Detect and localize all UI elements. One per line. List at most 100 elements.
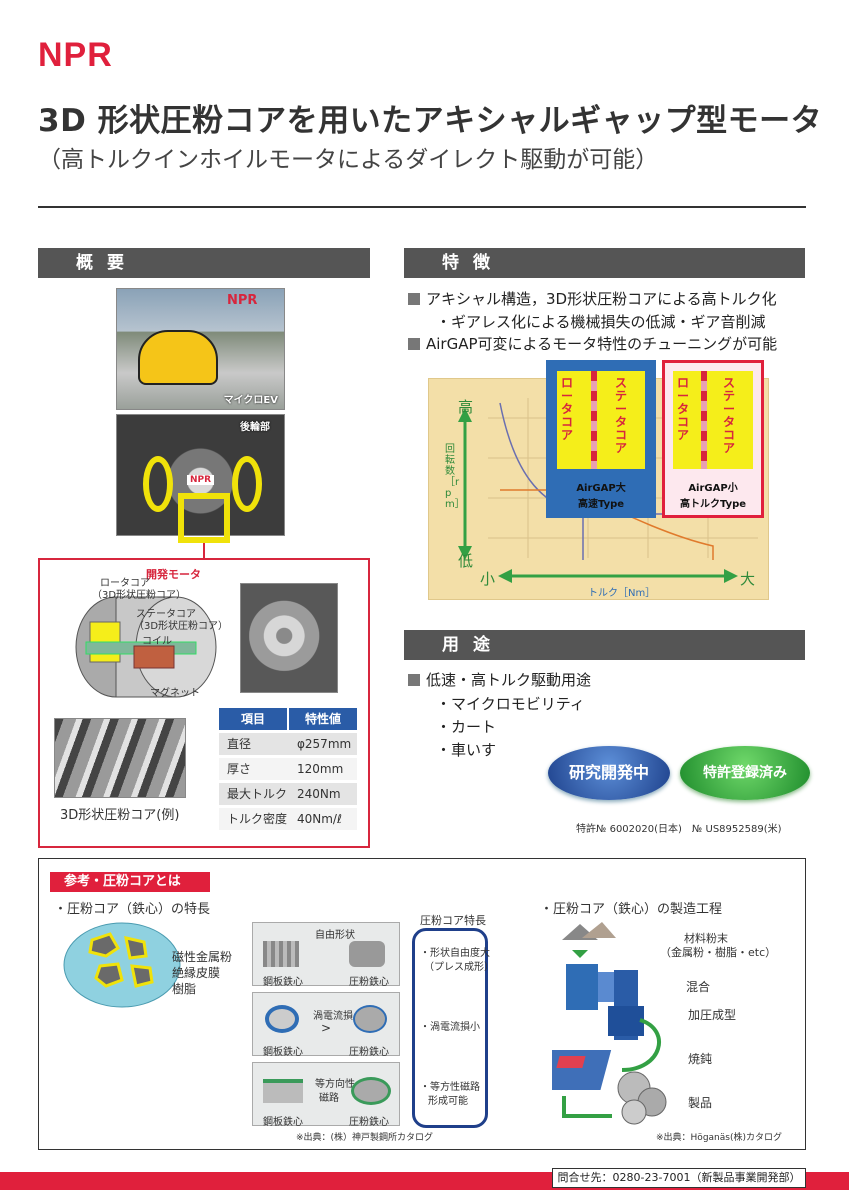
process-step-product: 製品 bbox=[688, 1096, 713, 1110]
iso-powder-icon bbox=[351, 1077, 391, 1105]
contact-box: 問合せ先：0280-23-7001（新製品事業開発部） bbox=[552, 1168, 806, 1188]
y-high-label: 高 bbox=[458, 398, 474, 416]
rotor-sub-label: （3D形状圧粉コア） bbox=[92, 590, 187, 601]
motor-diagram bbox=[75, 596, 217, 698]
use-main-item: 低速・高トルク駆動用途 bbox=[408, 669, 591, 690]
x-small-label: 小 bbox=[480, 570, 496, 588]
spec-cell: 240Nm bbox=[297, 787, 341, 801]
table-row: 最大トルク 240Nm bbox=[219, 783, 357, 805]
magnet-label: マグネット bbox=[150, 688, 200, 699]
feature-text: アキシャル構造，3D形状圧粉コアによる高トルク化 bbox=[426, 290, 777, 308]
section-features-header: 特徴 bbox=[404, 248, 805, 278]
right-magnet-strip bbox=[701, 371, 707, 469]
y-low-label: 低 bbox=[458, 552, 474, 570]
reference-features-title: ・圧粉コア（鉄心）の特長 bbox=[54, 902, 211, 917]
reference-box bbox=[38, 858, 806, 1150]
section-uses-header: 用途 bbox=[404, 630, 805, 660]
steel-core-icon bbox=[263, 941, 299, 967]
header-rule bbox=[38, 206, 806, 208]
feature-item-1: アキシャル構造，3D形状圧粉コアによる高トルク化 bbox=[408, 288, 777, 309]
spec-cell: 40Nm/ℓ bbox=[297, 812, 342, 826]
compare-panel-shape: 自由形状 鋼板鉄心 圧粉鉄心 bbox=[252, 922, 400, 988]
right-caption-1: AirGAP小 bbox=[688, 483, 738, 494]
rear-wheel-label: 後輪部 bbox=[240, 422, 270, 433]
left-stator-label: ステータコア bbox=[615, 376, 628, 455]
row2-powder-label: 圧粉鉄心 bbox=[349, 1047, 389, 1058]
eddy-steel-icon bbox=[265, 1005, 299, 1033]
box-item-1: ・形状自由度大 bbox=[420, 948, 490, 959]
coil-label: コイル bbox=[142, 636, 172, 647]
powder-core-icon bbox=[349, 941, 385, 967]
airgap-small-yellow: ロータコア ステータコア bbox=[673, 371, 753, 469]
left-magnet-strip bbox=[591, 371, 597, 469]
stator-label: ステータコア bbox=[136, 609, 196, 620]
eddy-powder-icon bbox=[353, 1005, 387, 1033]
right-caption-2: 高トルクType bbox=[679, 499, 747, 510]
process-step-material: 材料粉末 bbox=[684, 932, 728, 945]
x-axis-label: トルク［Nm］ bbox=[588, 588, 656, 599]
process-step-anneal: 焼鈍 bbox=[688, 1052, 713, 1066]
process-step-mix: 混合 bbox=[686, 980, 711, 994]
iso-label-2: 磁路 bbox=[319, 1093, 339, 1104]
row1-steel-label: 鋼板鉄心 bbox=[263, 977, 303, 988]
patent-badge: 特許登録済み bbox=[680, 746, 810, 800]
use-subitem-2: ・カート bbox=[436, 718, 497, 736]
core-example-photo bbox=[54, 718, 186, 798]
source-right: ※出典：Höganäs(株)カタログ bbox=[656, 1133, 782, 1143]
spec-table-header: 項目 特性値 bbox=[219, 708, 357, 730]
process-step-material-sub: （金属粉・樹脂・etc） bbox=[660, 946, 777, 959]
ellipse-label-resin: 樹脂 bbox=[172, 982, 197, 996]
row3-steel-label: 鋼板鉄心 bbox=[263, 1117, 303, 1128]
row1-powder-label: 圧粉鉄心 bbox=[349, 977, 389, 988]
npr-logo: NPR bbox=[38, 36, 113, 74]
spec-cell: 直径 bbox=[227, 737, 252, 751]
process-illustration bbox=[552, 922, 667, 1125]
spec-header-value: 特性値 bbox=[289, 708, 357, 730]
table-row: 直径 φ257mm bbox=[219, 733, 357, 755]
bullet-square-icon bbox=[408, 293, 420, 305]
spec-cell: 厚さ bbox=[227, 762, 252, 776]
row2-steel-label: 鋼板鉄心 bbox=[263, 1047, 303, 1058]
right-stator-label: ステータコア bbox=[723, 376, 736, 455]
process-step-press: 加圧成型 bbox=[688, 1008, 737, 1022]
section-overview-header: 概要 bbox=[38, 248, 370, 278]
page-title: 3D 形状圧粉コアを用いたアキシャルギャップ型モータ bbox=[38, 103, 823, 139]
box-item-5: 形成可能 bbox=[428, 1096, 468, 1107]
ellipse-label-metal: 磁性金属粉 bbox=[172, 950, 233, 964]
left-caption-2: 高速Type bbox=[577, 499, 625, 510]
ev-car-shape bbox=[138, 330, 218, 385]
row3-powder-label: 圧粉鉄心 bbox=[349, 1117, 389, 1128]
spec-cell: φ257mm bbox=[297, 737, 352, 751]
ellipse-label-coating: 絶縁皮膜 bbox=[172, 966, 221, 980]
rotor-label: ロータコア bbox=[100, 578, 150, 589]
number-plate: NPR bbox=[187, 475, 215, 485]
motor-photo bbox=[240, 583, 338, 693]
features-rounded-box bbox=[412, 928, 488, 1128]
feature-subitem: ・ギアレス化による機械損失の低減・ギア音削減 bbox=[436, 313, 766, 331]
use-subitem-3: ・車いす bbox=[436, 741, 497, 759]
bullet-square-icon bbox=[408, 338, 420, 350]
callout-line bbox=[203, 543, 205, 560]
core-example-caption: 3D形状圧粉コア(例) bbox=[60, 808, 180, 823]
eddy-gt: > bbox=[321, 1021, 332, 1035]
process-title: ・圧粉コア（鉄心）の製造工程 bbox=[540, 902, 723, 917]
bullet-square-icon bbox=[408, 674, 420, 686]
photo-sign: NPR bbox=[227, 293, 258, 308]
spec-table: 項目 特性値 直径 φ257mm 厚さ 120mm 最大トルク 240Nm トル… bbox=[219, 708, 357, 830]
freeform-label: 自由形状 bbox=[315, 930, 355, 941]
airgap-large-yellow: ロータコア ステータコア bbox=[557, 371, 645, 469]
x-large-label: 大 bbox=[740, 570, 756, 588]
micro-ev-label: マイクロEV bbox=[223, 395, 278, 406]
stator-sub-label: （3D形状圧粉コア） bbox=[134, 621, 229, 632]
patent-numbers: 特許№ 6002020(日本) № US8952589(米) bbox=[576, 824, 782, 835]
left-rotor-label: ロータコア bbox=[561, 376, 574, 442]
right-rotor-label: ロータコア bbox=[677, 376, 690, 442]
compare-panel-isotropic: 等方向性 磁路 鋼板鉄心 圧粉鉄心 bbox=[252, 1062, 400, 1128]
table-row: 厚さ 120mm bbox=[219, 758, 357, 780]
eddy-label: 渦電流損 bbox=[313, 1011, 353, 1022]
box-title: 圧粉コア特長 bbox=[420, 914, 486, 927]
spec-cell: 120mm bbox=[297, 762, 344, 776]
compare-panel-eddy: 渦電流損 > 鋼板鉄心 圧粉鉄心 bbox=[252, 992, 400, 1058]
feature-item-2: AirGAP可変によるモータ特性のチューニングが可能 bbox=[408, 333, 777, 354]
source-left: ※出典：(株）神戸製鋼所カタログ bbox=[296, 1133, 434, 1143]
